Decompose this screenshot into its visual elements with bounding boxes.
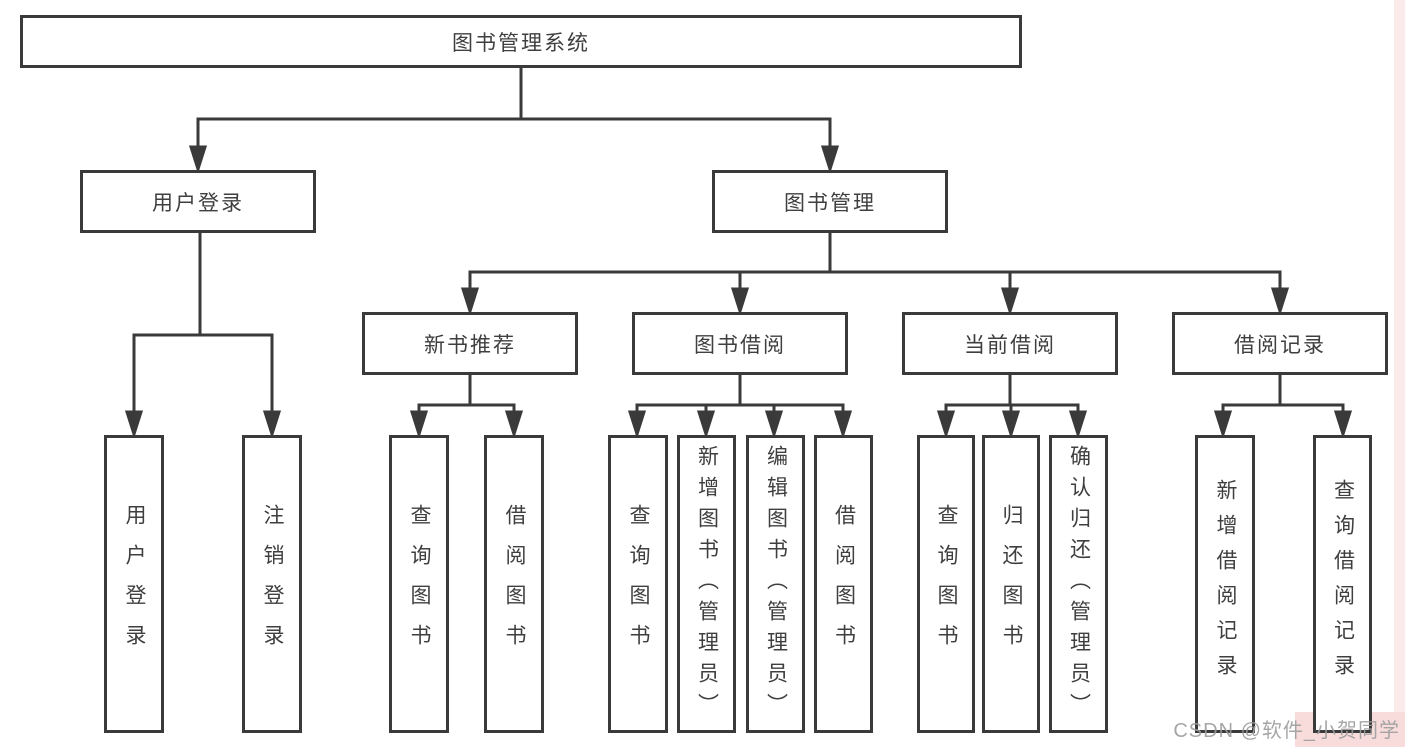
node-borrowing-records-label: 借阅记录: [1234, 333, 1326, 357]
node-current-borrowing: 当前借阅: [902, 312, 1118, 375]
node-user-login-action-label: 用户登录: [123, 504, 146, 664]
node-borrow-books-2: 借阅图书: [814, 435, 873, 733]
node-add-borrow-record-label: 新增借阅记录: [1214, 479, 1237, 689]
node-query-books-1-label: 查询图书: [408, 504, 431, 664]
node-root: 图书管理系统: [20, 15, 1022, 68]
node-confirm-return-admin-label: 确认归还（管理员）: [1067, 444, 1091, 724]
node-query-books-2: 查询图书: [608, 435, 668, 733]
node-user-login-action: 用户登录: [104, 435, 164, 733]
node-borrowing-records: 借阅记录: [1172, 312, 1388, 375]
node-add-borrow-record: 新增借阅记录: [1195, 435, 1255, 733]
node-edit-book-admin: 编辑图书（管理员）: [746, 435, 805, 733]
node-query-books-3-label: 查询图书: [935, 504, 958, 664]
node-logout-action-label: 注销登录: [261, 504, 284, 664]
node-current-borrowing-label: 当前借阅: [964, 333, 1056, 357]
node-confirm-return-admin: 确认归还（管理员）: [1049, 435, 1108, 733]
node-borrow-books-1: 借阅图书: [484, 435, 544, 733]
node-return-books-label: 归还图书: [1000, 504, 1023, 664]
node-borrow-books-2-label: 借阅图书: [832, 504, 856, 664]
node-add-book-admin-label: 新增图书（管理员）: [695, 444, 719, 724]
node-query-borrow-record-label: 查询借阅记录: [1331, 479, 1355, 689]
node-query-books-3: 查询图书: [917, 435, 975, 733]
node-root-label: 图书管理系统: [452, 31, 590, 55]
node-query-borrow-record: 查询借阅记录: [1313, 435, 1372, 733]
node-edit-book-admin-label: 编辑图书（管理员）: [764, 444, 788, 724]
node-return-books: 归还图书: [982, 435, 1040, 733]
node-new-book-recommendation-label: 新书推荐: [424, 333, 516, 357]
node-borrow-books-1-label: 借阅图书: [503, 504, 526, 664]
node-add-book-admin: 新增图书（管理员）: [677, 435, 736, 733]
node-book-management: 图书管理: [712, 170, 948, 233]
node-user-login: 用户登录: [80, 170, 316, 233]
node-book-borrowing: 图书借阅: [632, 312, 848, 375]
node-query-books-1: 查询图书: [389, 435, 449, 733]
node-book-borrowing-label: 图书借阅: [694, 333, 786, 357]
node-book-management-label: 图书管理: [784, 191, 876, 215]
right-edge-tint-band: [1394, 0, 1405, 747]
node-user-login-label: 用户登录: [152, 191, 244, 215]
node-query-books-2-label: 查询图书: [627, 504, 650, 664]
node-new-book-recommendation: 新书推荐: [362, 312, 578, 375]
watermark: CSDN @软件_小贺同学: [1173, 720, 1400, 742]
node-logout-action: 注销登录: [242, 435, 302, 733]
